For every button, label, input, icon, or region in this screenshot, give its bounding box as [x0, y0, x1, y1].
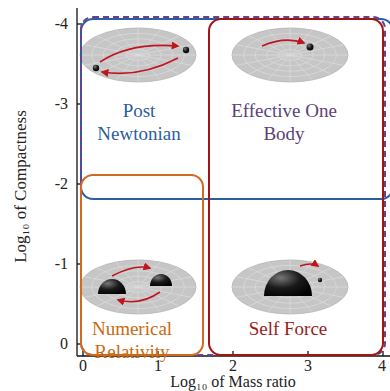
region-label: Post Newtonian — [84, 100, 194, 146]
tick-label: 0 — [79, 358, 87, 374]
region-label: Numerical Relativity — [82, 318, 182, 364]
tick-label: -3 — [55, 96, 68, 112]
accretion-disk — [232, 28, 348, 82]
axis-title: Log₁₀ of Compactness — [12, 110, 29, 263]
tick-label: 1 — [154, 358, 162, 374]
region-label: Self Force — [248, 318, 328, 341]
effective-one-body-region: Effective One Body — [80, 16, 386, 356]
accretion-disk — [232, 260, 348, 314]
tick-label: -1 — [55, 256, 68, 272]
numerical-relativity-region: Numerical Relativity — [80, 174, 204, 356]
tick-label: 4 — [378, 358, 386, 374]
tick-label: -2 — [55, 176, 68, 192]
tick-label: 3 — [304, 358, 312, 374]
accretion-disk — [80, 28, 196, 82]
axis-title: Log₁₀ of Mass ratio — [170, 374, 295, 390]
accretion-disk — [80, 260, 196, 314]
tick-label: 0 — [60, 336, 68, 352]
axes — [77, 8, 390, 356]
region-label: Effective One Body — [219, 100, 349, 146]
tick-label: 2 — [229, 358, 237, 374]
self-force-region: Self Force — [208, 18, 384, 356]
tick-label: -4 — [55, 16, 68, 32]
